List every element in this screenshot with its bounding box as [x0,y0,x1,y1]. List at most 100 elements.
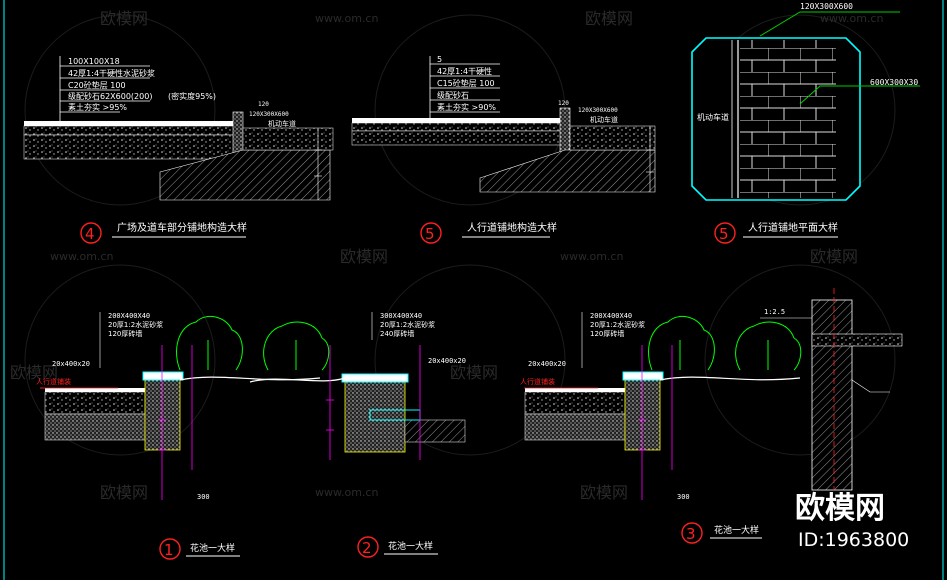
id-watermark: ID:1963800 [798,529,909,551]
road-label: 机动车道 [590,115,618,124]
paving-layer [24,121,234,126]
detail-planter-section-2: 300X400X40 20厚1:2水泥砂浆 240厚砖墙 20x400x20 2… [249,312,466,558]
road-label: 机动车道 [268,119,296,128]
soil-line [179,376,321,381]
note-line: 300X400X40 [380,312,422,320]
note-line: 120厚砖墙 [108,329,142,338]
concrete-layer [351,130,563,146]
dim-label: 300 [197,493,210,501]
note-stack: 100X100X18 42厚1:4干硬性水泥砂浆 C20砼垫层 100 级配砂石… [68,57,216,112]
concrete-layer [44,413,146,441]
watermark-brand: 欧模网 [810,247,858,266]
compacted-soil [479,149,656,193]
curb-size-label: 120X300X600 [578,107,618,114]
watermark-url: www.om.cn [315,12,378,25]
watermark-layer: 欧模网 www.om.cn 欧模网 www.om.cn www.om.cn 欧模… [10,9,896,502]
material-label: 600X300X30 [870,78,918,87]
paving-layer [352,118,562,123]
note-line: 42厚1:4干硬性 [437,66,492,76]
detail-wall-section: 1:2.5 [760,288,903,491]
detail-sidewalk-plan: 机动车道 120X300X600 600X300X30 5 人行道铺地平面大样 [691,2,920,244]
planter-wall [344,381,406,453]
detail-number-circle [714,222,736,244]
road-label: 机动车道 [697,112,729,122]
wall-body [811,299,853,491]
base-layer [524,391,626,415]
dim-label: 300 [677,493,690,501]
ground-layer [404,419,466,443]
curb-size-label: 120X300X600 [249,111,289,118]
detail-title: 花池一大样 [388,540,433,552]
note-line: 20x400x20 [428,357,466,365]
watermark-ring [24,14,896,456]
watermark-brand: 欧模网 [100,9,148,28]
watermark-url: www.om.cn [50,250,113,263]
paving-pattern [740,40,836,198]
base-layer [44,391,146,415]
mortar-layer [351,122,563,132]
detail-number-circle [159,538,181,560]
detail-title: 花池一大样 [190,542,235,554]
road-base [569,125,656,151]
coping-stone [622,371,664,381]
note-line: C15砼垫层 100 [437,78,495,88]
paving-layer [525,388,625,392]
watermark-url: www.om.cn [820,12,883,25]
watermark-brand: 欧模网 [585,9,633,28]
material-label: 120X300X600 [800,2,853,11]
detail-title: 人行道铺地平面大样 [748,221,838,234]
note-line: 20厚1:2水泥砂浆 [590,320,645,329]
note-line: 20x400x20 [52,360,90,368]
detail-planter-section-1: 200X400X40 20厚1:2水泥砂浆 120厚砖墙 20x400x20 人… [36,312,330,560]
note-line: 级配砂石62X600(200) [68,91,152,101]
detail-title: 人行道铺地构造大样 [467,221,557,234]
detail-sidewalk-section: 5 42厚1:4干硬性 C15砼垫层 100 级配砂石 素土夯实 >90% 机动… [351,55,656,244]
note-line: C20砼垫层 100 [68,80,126,90]
watermark-brand: 欧模网 [580,483,628,502]
brand-watermark: 欧模网 [795,491,885,526]
curb-stone [559,107,571,155]
note-line: 240厚砖墙 [380,329,414,338]
note-line: 20厚1:2水泥砂浆 [108,320,163,329]
detail-title: 花池一大样 [714,524,759,536]
watermark-brand: 欧模网 [340,247,388,266]
slab [811,333,903,347]
left-label: 人行道铺装 [36,377,71,386]
curb-dim: 120 [558,100,569,107]
detail-number-circle [420,222,442,244]
note-line: 5 [437,55,442,64]
detail-number-circle [681,522,703,544]
note-line: 120厚砖墙 [590,329,624,338]
note-line: 42厚1:4干硬性水泥砂浆 [68,68,155,78]
watermark-brand: 欧模网 [10,363,58,382]
detail-number: 5 [425,225,435,243]
detail-number: 2 [362,539,372,557]
watermark-brand: 欧模网 [100,483,148,502]
left-label: 人行道铺装 [520,377,555,386]
detail-plaza-paving-section: 100X100X18 42厚1:4干硬性水泥砂浆 C20砼垫层 100 级配砂石… [23,56,334,244]
detail-number-circle [357,536,379,558]
paving-layer [45,388,145,392]
detail-planter-section-3: 200X400X40 20厚1:2水泥砂浆 120厚砖墙 20x400x20 人… [520,312,802,544]
detail-number: 4 [85,225,95,243]
note-line: 素土夯实 >95% [68,102,127,112]
coping-stone [142,371,184,381]
note-line: (密实度95%) [168,91,216,101]
soil-line [659,376,801,381]
concrete-layer [23,134,235,160]
detail-number: 1 [164,541,174,559]
concrete-layer [524,413,626,441]
road-base [242,127,334,151]
shrub-symbol [176,315,330,371]
planter-wall [624,379,661,451]
note-line: 素土夯实 >90% [437,102,496,112]
watermark-url: www.om.cn [560,250,623,263]
planter-wall [144,379,181,451]
watermark-url: www.om.cn [315,486,378,499]
note-line: 200X400X40 [108,312,150,320]
detail-number: 5 [719,225,729,243]
detail-number: 3 [686,525,696,543]
compacted-soil [159,149,331,201]
watermark-brand: 欧模网 [450,363,498,382]
